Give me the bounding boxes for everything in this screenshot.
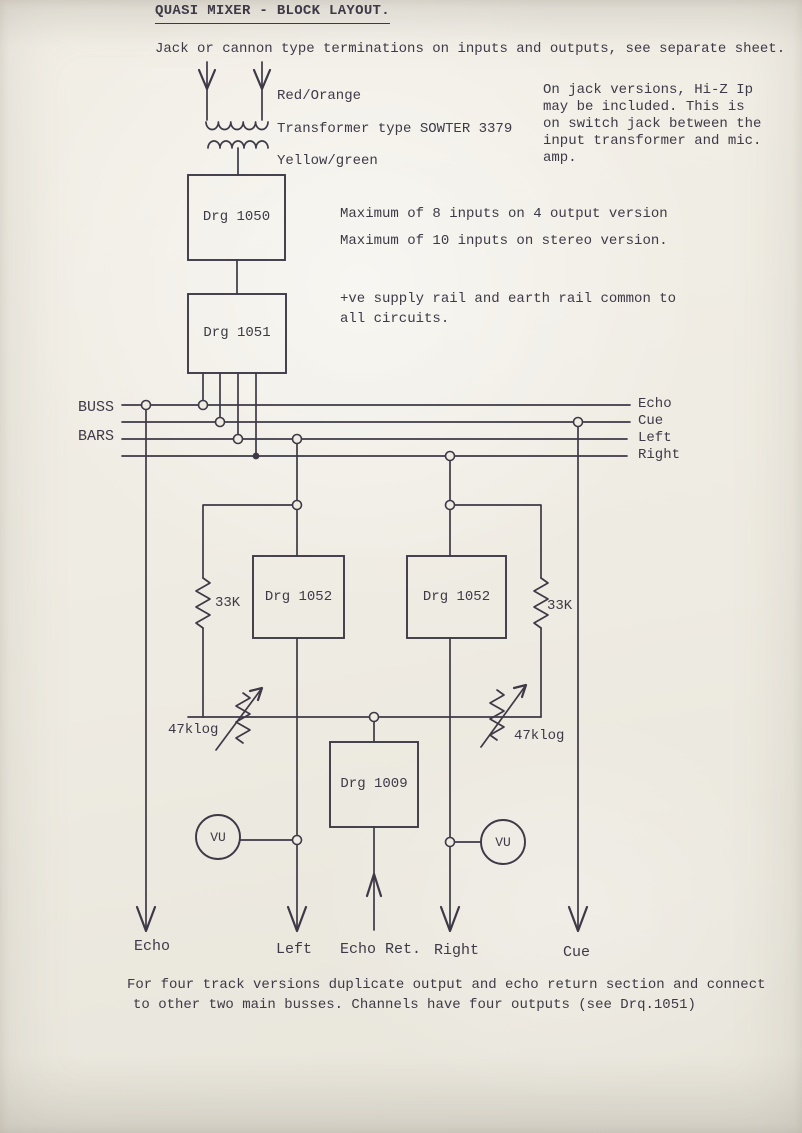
left-pot-label: 47klog: [168, 722, 219, 738]
bus-echo-label: Echo: [638, 396, 672, 412]
jack-note-line: may be included. This is: [543, 99, 745, 115]
bars-label: BARS: [78, 428, 115, 445]
left-group-block-label: Drg 1052: [264, 588, 333, 605]
buss-label: BUSS: [78, 399, 115, 416]
right-group-block-label: Drg 1052: [422, 588, 491, 605]
transformer-type-label: Transformer type SOWTER 3379: [277, 121, 513, 137]
input-block-outline: [187, 174, 287, 457]
output-echo-label: Echo: [134, 938, 171, 955]
footer-note-line2: to other two main busses. Channels have …: [133, 997, 696, 1013]
bus-left-label: Left: [638, 430, 672, 446]
right-pot-symbol: [480, 683, 528, 748]
junction-nodes: [140, 399, 584, 848]
supply-note-line1: +ve supply rail and earth rail common to: [340, 291, 677, 307]
output-echo-return-label: Echo Ret.: [340, 941, 422, 958]
left-group-block-outline: [252, 555, 345, 639]
echo-block-label: Drg 1009: [340, 776, 408, 792]
inputs-note-line1: Maximum of 8 inputs on 4 output version: [340, 206, 668, 222]
footer-note-line1: For four track versions duplicate output…: [127, 977, 766, 993]
left-resistor-label: 33K: [215, 595, 241, 611]
channel-wiring: [145, 404, 579, 929]
vu-meter-symbols: [195, 814, 526, 865]
output-right-label: Right: [434, 942, 480, 959]
page-title: QUASI MIXER - BLOCK LAYOUT.: [155, 3, 390, 24]
right-vu-label: VU: [495, 835, 511, 850]
supply-note-line2: all circuits.: [340, 311, 450, 327]
buss-bars: [121, 404, 631, 457]
jack-note-line: input transformer and mic.: [543, 133, 762, 149]
transformer-symbol: [197, 61, 272, 176]
output-arrowheads: [135, 905, 589, 933]
inputs-note-line2: Maximum of 10 inputs on stereo version.: [340, 233, 668, 249]
jack-note-line: on switch jack between the: [543, 116, 762, 132]
resistor-branches: [187, 504, 549, 718]
right-group-block-outline: [406, 555, 507, 639]
jack-note-line: amp.: [543, 150, 577, 166]
jack-note-line: On jack versions, Hi-Z Ip: [543, 82, 754, 98]
transformer-secondary-label: Yellow/green: [277, 153, 378, 169]
channel-block-label: Drg 1051: [203, 325, 271, 341]
subtitle-note: Jack or cannon type terminations on inpu…: [155, 41, 786, 57]
bus-cue-label: Cue: [638, 413, 664, 429]
left-vu-label: VU: [210, 830, 226, 845]
bus-right-label: Right: [638, 447, 681, 463]
jack-version-note: On jack versions, Hi-Z Ip may be include…: [543, 82, 761, 167]
input-block-label: Drg 1050: [202, 209, 271, 225]
right-resistor-label: 33K: [547, 598, 573, 614]
echo-block-wiring: [329, 716, 419, 931]
transformer-primary-label: Red/Orange: [277, 88, 362, 104]
output-cue-label: Cue: [563, 944, 591, 961]
left-pot-symbol: [215, 686, 264, 751]
output-left-label: Left: [276, 941, 313, 958]
right-pot-label: 47klog: [514, 728, 565, 744]
